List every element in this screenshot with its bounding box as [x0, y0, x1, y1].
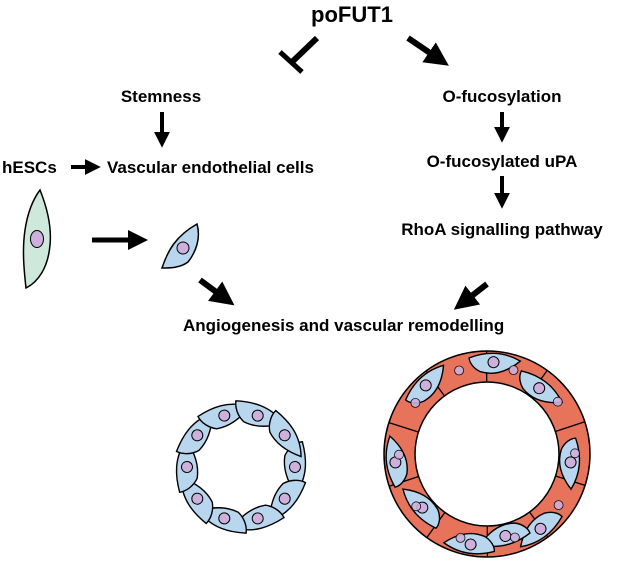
arrow-icon	[406, 35, 449, 66]
endothelial-cell	[468, 352, 522, 374]
smooth-muscle-nucleus	[553, 500, 564, 511]
smooth-muscle-nucleus	[570, 448, 580, 459]
o-fucosylated-upa-label: O-fucosylated uPA	[427, 152, 578, 171]
inhibition-arrow-icon	[278, 35, 320, 74]
arrow-icon	[198, 277, 235, 306]
arrow-icon	[453, 281, 489, 310]
endothelial-cell	[519, 370, 564, 404]
smooth-muscle-nucleus	[510, 532, 520, 543]
hescs-label: hESCs	[2, 158, 57, 177]
remodelled-vessel-icon	[383, 350, 591, 558]
endothelial-cell	[519, 511, 563, 548]
endothelial-cell-icon	[160, 222, 200, 269]
smooth-muscle-cell-boundary	[555, 421, 586, 433]
smooth-muscle-nucleus	[410, 397, 421, 408]
top-node-label: poFUT1	[311, 2, 393, 27]
endothelial-cell	[404, 364, 445, 404]
smooth-muscle-cell-boundary	[388, 421, 419, 433]
smooth-muscle-nucleus	[411, 501, 422, 512]
vascular-endothelial-cells-label: Vascular endothelial cells	[107, 158, 314, 177]
smooth-muscle-nucleus	[454, 365, 465, 376]
outcome-label: Angiogenesis and vascular remodelling	[183, 316, 504, 335]
stem-cell-icon	[22, 188, 52, 290]
endothelial-vessel-icon	[175, 400, 307, 534]
smooth-muscle-nucleus	[394, 449, 404, 460]
endothelial-cell	[268, 409, 302, 458]
smooth-muscle-nucleus	[508, 365, 519, 376]
smooth-muscle-nucleus	[455, 533, 466, 543]
stemness-label: Stemness	[121, 87, 201, 106]
rhoa-signalling-pathway-label: RhoA signalling pathway	[401, 220, 603, 239]
o-fucosylation-label: O-fucosylation	[442, 87, 561, 106]
smooth-muscle-nucleus	[552, 396, 563, 407]
